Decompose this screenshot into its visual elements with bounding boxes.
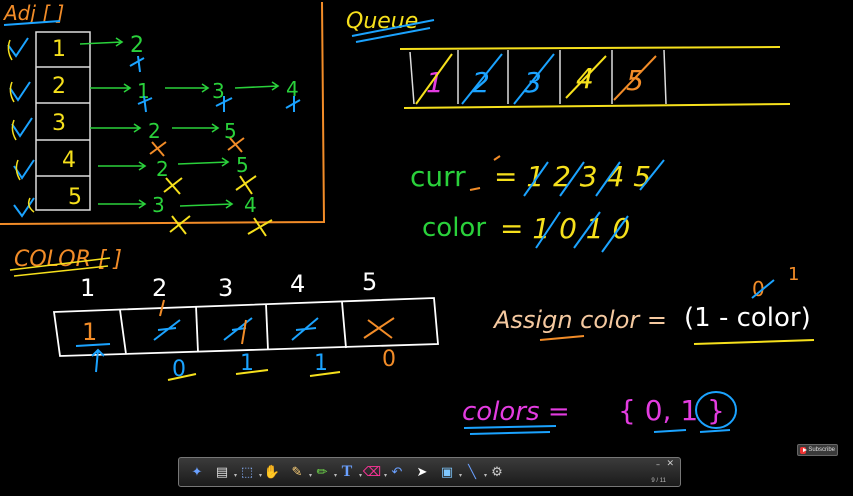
adj-index-2: 2	[52, 74, 66, 99]
marker-icon[interactable]: ✏▾	[316, 464, 337, 480]
assign-color: Assign color = (1 - color) 0 1	[492, 264, 815, 345]
page-indicator: 9 / 11	[651, 478, 666, 484]
color-array-underline	[9, 257, 111, 277]
adj-2-nbr-1: 1	[137, 79, 150, 103]
subscribe-button[interactable]: Subscribe	[797, 444, 838, 456]
adj-title-underline	[3, 20, 61, 26]
curr-line: curr = 1 2 3 4 5	[410, 155, 665, 197]
assign-over-new: 1	[788, 264, 799, 285]
colors-set-values: { 0, 1 }	[618, 394, 725, 427]
adjacency-list: Adj [ ] 1 2 3 4 5	[0, 1, 326, 237]
color-below-2: 0	[172, 357, 186, 382]
adj-border	[0, 1, 326, 225]
color-header-4: 4	[290, 270, 305, 298]
queue-cell-5: 5	[626, 64, 644, 97]
color-line-values: = 1 0 1 0	[500, 212, 630, 245]
adj-1-nbr-1: 2	[130, 33, 144, 58]
assign-formula: (1 - color)	[684, 303, 811, 333]
line-icon[interactable]: ╲▾	[468, 464, 487, 480]
curr-label: curr	[410, 160, 466, 193]
adj-5-nbr-2: 4	[244, 193, 257, 217]
color-header-5: 5	[362, 268, 377, 296]
color-line: color = 1 0 1 0	[422, 211, 630, 253]
adj-5-nbr-1: 3	[152, 193, 165, 217]
adj-3-nbr-1: 2	[148, 119, 161, 143]
color-header-2: 2	[152, 274, 167, 302]
adj-index-5: 5	[68, 185, 82, 210]
color-line-label: color	[422, 213, 486, 243]
queue-cell-2: 2	[472, 66, 490, 99]
color-header-3: 3	[218, 274, 233, 302]
colors-label: colors =	[462, 397, 570, 427]
hand-icon[interactable]: ✋	[263, 464, 281, 480]
queue-title-underline	[351, 19, 435, 43]
color-below-5: 0	[382, 347, 396, 372]
adj-index-4: 4	[62, 148, 76, 173]
pages-icon[interactable]: ▤▾	[215, 464, 237, 480]
adj-3-nbr-2: 5	[224, 119, 237, 143]
color-below-3: 1	[240, 351, 254, 376]
curr-values: = 1 2 3 4 5	[494, 160, 651, 193]
eraser-icon[interactable]: ⌫▾	[362, 464, 387, 480]
adj-index-3: 3	[52, 111, 66, 136]
select-icon[interactable]: ⬚▾	[240, 464, 262, 480]
gear-icon[interactable]: ⚙	[491, 464, 503, 480]
pointer-icon[interactable]: ➤	[416, 464, 428, 480]
close-button[interactable]: ✕	[666, 459, 674, 469]
adj-index-1: 1	[52, 37, 66, 62]
colors-circle	[695, 391, 737, 429]
drawing-toolbar: ✦ ▤▾ ⬚▾ ✋ ✎▾ ✏▾ T▾ ⌫▾ ↶ ➤ ▣▾ ╲▾ ⚙ – ✕ 9 …	[178, 457, 681, 487]
color-array-box	[52, 297, 439, 357]
adj-arrows	[79, 37, 280, 209]
adj-index-box	[35, 31, 91, 211]
subscribe-label: Subscribe	[808, 447, 835, 453]
pencil-icon[interactable]: ✎▾	[291, 464, 312, 480]
image-icon[interactable]: ▣▾	[440, 464, 462, 480]
adj-4-nbr-1: 2	[156, 157, 169, 181]
queue-bottom-line	[403, 103, 791, 109]
star-icon[interactable]: ✦	[191, 464, 203, 480]
queue-cell-3: 3	[524, 66, 542, 99]
adj-2-nbr-2: 3	[212, 79, 225, 103]
queue: Queue 1 2 3 4 5	[346, 9, 791, 109]
minimize-button[interactable]: –	[656, 460, 660, 469]
colors-set: colors = { 0, 1 }	[462, 391, 737, 435]
undo-icon[interactable]: ↶	[391, 464, 403, 480]
adj-2-nbr-3: 4	[286, 77, 299, 101]
youtube-icon	[800, 446, 808, 454]
adj-4-nbr-2: 5	[236, 153, 249, 177]
color-below-4: 1	[314, 351, 328, 376]
queue-cell-1: 1	[426, 66, 444, 99]
current-pointer	[91, 348, 105, 373]
color-array: COLOR [ ] 1 2 3 4 5 1 0 1 1 0	[9, 247, 439, 382]
color-cell-1: 1	[82, 318, 97, 346]
color-header-1: 1	[80, 274, 95, 302]
text-icon[interactable]: T▾	[341, 463, 362, 480]
queue-top-line	[399, 46, 781, 50]
assign-label: Assign color =	[492, 306, 667, 334]
